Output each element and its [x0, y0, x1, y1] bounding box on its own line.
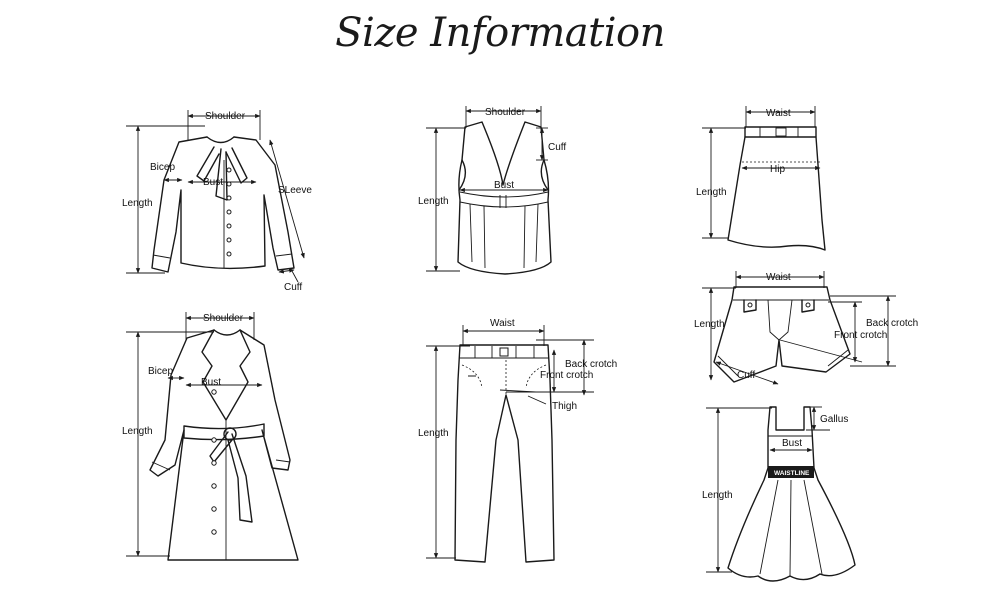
trousers-length-label: Length — [418, 428, 449, 439]
shirt-illustration — [126, 110, 305, 283]
trousers-front-crotch-label: Front crotch — [540, 370, 593, 381]
shirt-buttons — [226, 167, 232, 257]
shorts-length-label: Length — [694, 319, 725, 330]
tank-top-illustration — [426, 106, 552, 275]
skirt-hip-label: Hip — [770, 164, 785, 175]
shirt-bicep-label: Bicep — [150, 162, 175, 173]
shirt-length-label: Length — [122, 198, 153, 209]
shorts-front-crotch-label: Front crotch — [834, 330, 887, 341]
dress-illustration — [706, 406, 856, 582]
coat-buttons — [211, 389, 217, 535]
trousers-illustration — [426, 325, 594, 563]
coat-length-label: Length — [122, 426, 153, 437]
coat-shoulder-label: Shoulder — [203, 313, 244, 324]
dress-waistline-label: WAISTLINE — [774, 470, 810, 477]
shorts-waist-label: Waist — [766, 272, 791, 283]
skirt-illustration — [702, 106, 826, 251]
skirt-length-label: Length — [696, 187, 727, 198]
trousers-back-crotch-label: Back crotch — [565, 359, 617, 370]
dress-length-label: Length — [702, 490, 733, 501]
shorts-cuff-label: Cuff — [737, 370, 755, 381]
coat-illustration — [126, 312, 299, 561]
tank-cuff-label: Cuff — [548, 142, 566, 153]
shorts-illustration — [702, 271, 896, 385]
shirt-shoulder-label: Shoulder — [205, 111, 246, 122]
tank-shoulder-label: Shoulder — [485, 107, 526, 118]
shorts-back-crotch-label: Back crotch — [866, 318, 918, 329]
trousers-thigh-label: Thigh — [552, 401, 577, 412]
shirt-sleeve-label: SLeeve — [278, 185, 312, 196]
shirt-bust-label: Bust — [203, 177, 223, 188]
dress-gallus-label: Gallus — [820, 414, 848, 425]
page-title: Size Information — [335, 10, 665, 56]
tank-bust-label: Bust — [494, 180, 514, 191]
coat-bust-label: Bust — [201, 377, 221, 388]
dress-bust-label: Bust — [782, 438, 802, 449]
tank-length-label: Length — [418, 196, 449, 207]
skirt-waist-label: Waist — [766, 108, 791, 119]
coat-bicep-label: Bicep — [148, 366, 173, 377]
trousers-waist-label: Waist — [490, 318, 515, 329]
shirt-cuff-label: Cuff — [284, 282, 302, 293]
